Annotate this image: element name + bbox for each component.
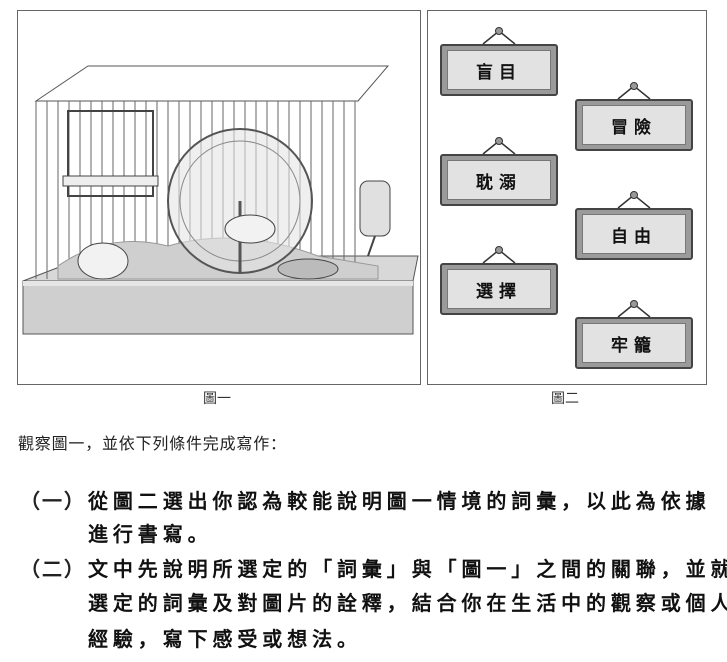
sign-label: 選擇 xyxy=(447,269,551,309)
sign-hanger-icon xyxy=(617,191,651,209)
item-1-line-1: 從圖二選出你認為較能說明圖一情境的詞彙，以此為依據 xyxy=(88,489,711,513)
item-1-line-2: 進行書寫。 xyxy=(88,522,213,546)
sign-label: 耽溺 xyxy=(447,160,551,200)
sign-label: 牢籠 xyxy=(582,323,686,363)
hamster-cage-illustration xyxy=(22,65,419,335)
word-sign: 耽溺 xyxy=(440,137,558,206)
item-2-line-3: 經驗，寫下感受或想法。 xyxy=(88,627,362,651)
sign-hanger-icon xyxy=(482,246,516,264)
word-sign: 冒險 xyxy=(575,82,693,151)
sign-label: 盲目 xyxy=(447,50,551,90)
figure-2-word-signs: 盲目冒險耽溺自由選擇牢籠 xyxy=(427,10,707,385)
word-sign: 自由 xyxy=(575,191,693,260)
word-sign: 牢籠 xyxy=(575,300,693,369)
sign-hanger-icon xyxy=(482,137,516,155)
item-2-number: （二） xyxy=(20,557,86,581)
word-sign: 盲目 xyxy=(440,27,558,96)
sign-label: 自由 xyxy=(582,214,686,254)
item-2-line-2: 選定的詞彙及對圖片的詮釋，結合你在生活中的觀察或個人 xyxy=(88,591,727,615)
prompt-intro: 觀察圖一，並依下列條件完成寫作： xyxy=(18,434,287,453)
figure-1-hamster-cage xyxy=(17,10,421,385)
figure-1-caption: 圖一 xyxy=(203,391,231,407)
item-2-line-1: 文中先說明所選定的「詞彙」與「圖一」之間的關聯，並就 xyxy=(88,557,727,581)
sign-hanger-icon xyxy=(617,82,651,100)
sign-hanger-icon xyxy=(617,300,651,318)
sign-hanger-icon xyxy=(482,27,516,45)
sign-label: 冒險 xyxy=(582,105,686,145)
figure-2-caption: 圖二 xyxy=(551,391,579,407)
item-1-number: （一） xyxy=(20,489,86,513)
word-sign: 選擇 xyxy=(440,246,558,315)
